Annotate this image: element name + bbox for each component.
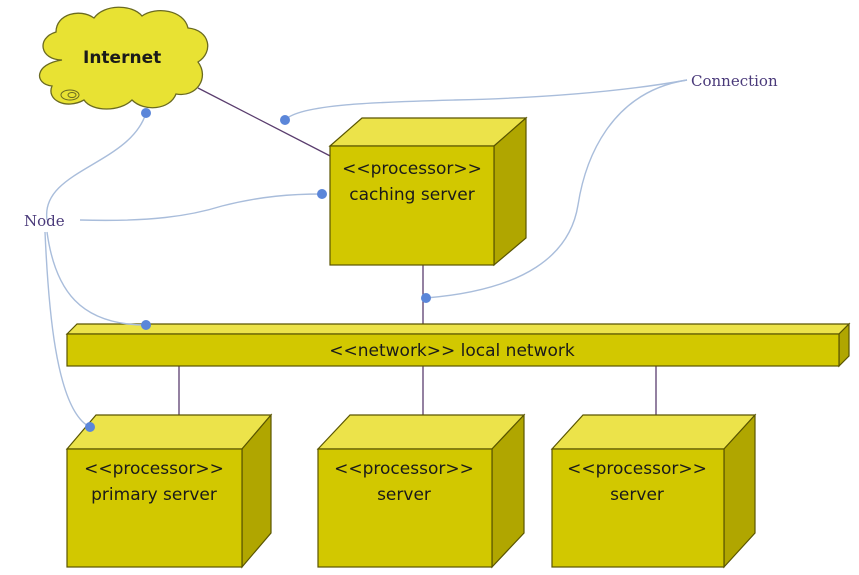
primary-server-stereotype: <<processor>> (84, 459, 224, 479)
node-callout-to-network (46, 231, 147, 326)
annotation-dot-internet-link (280, 115, 290, 125)
annotation-dot-internet (141, 108, 151, 118)
server-middle-stereotype: <<processor>> (334, 459, 474, 479)
primary-server-name: primary server (91, 485, 217, 505)
annotation-dot-primary-server (85, 422, 95, 432)
annotation-dot-network (141, 320, 151, 330)
server-middle-name: server (377, 485, 431, 505)
internet-label: Internet (83, 48, 161, 68)
node-primary-server: <<processor>> primary server (65, 413, 273, 569)
internet-cloud: Internet (38, 6, 209, 110)
node-callout-to-internet (46, 112, 147, 221)
node-annotation-lines (44, 112, 323, 428)
annotation-dot-network-link (421, 293, 431, 303)
annotation-dot-caching-server (317, 189, 327, 199)
server-right-name: server (610, 485, 664, 505)
node-server-right: <<processor>> server (550, 413, 757, 569)
node-callout-to-caching-server (79, 193, 323, 222)
node-annotation-label: Node (24, 212, 65, 230)
connection-annotation-lines (284, 79, 688, 299)
connection-annotation-label: Connection (691, 72, 778, 90)
server-right-stereotype: <<processor>> (567, 459, 707, 479)
connection-callout-to-internet-link (284, 79, 688, 121)
node-server-middle: <<processor>> server (316, 413, 526, 569)
node-callout-to-primary-server (44, 231, 91, 428)
internet-caching-connection (197, 87, 339, 161)
local-network-label: <<network>> local network (329, 341, 575, 361)
connection-callout-to-network-link (425, 79, 688, 299)
local-network-bar: <<network>> local network (65, 322, 851, 368)
caching-server-stereotype: <<processor>> (342, 159, 482, 179)
node-caching-server: <<processor>> caching server (328, 116, 528, 267)
caching-server-name: caching server (349, 185, 474, 205)
